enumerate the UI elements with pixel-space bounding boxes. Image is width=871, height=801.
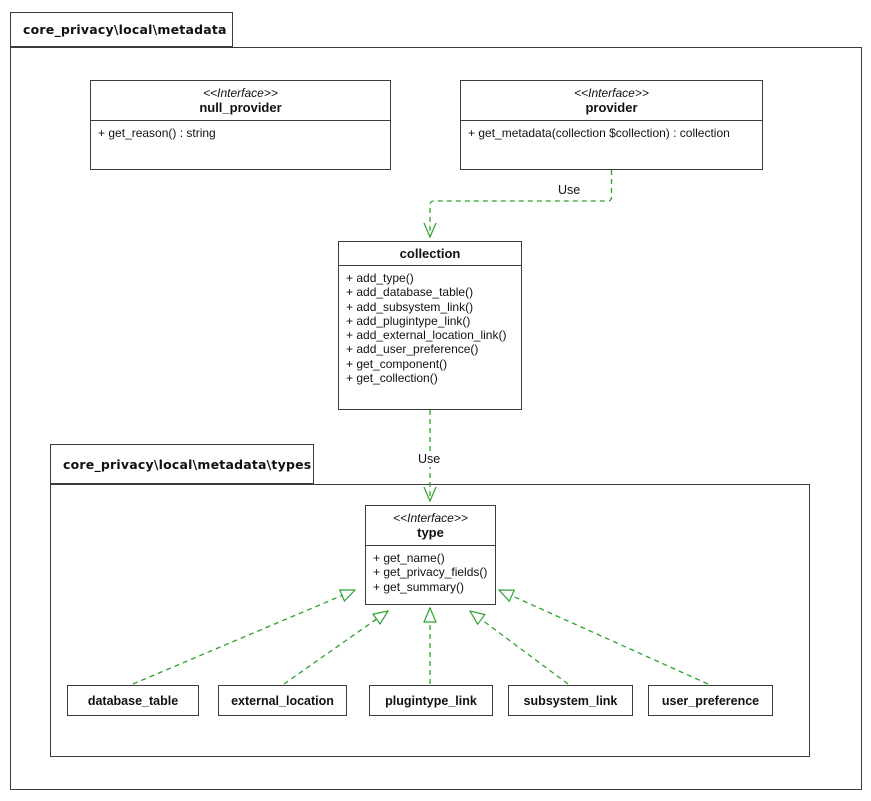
class-box-provider: <<Interface>> provider + get_metadata(co…	[460, 80, 763, 170]
class-name-user-preference: user_preference	[661, 693, 760, 708]
class-separator	[366, 545, 495, 546]
stereotype-label: <<Interface>>	[393, 511, 468, 525]
method-add-plugintype-link: + add_plugintype_link()	[346, 313, 471, 328]
edge-external-location-realizes-type	[283, 611, 388, 685]
method-add-external-location-link: + add_external_location_link()	[346, 328, 507, 343]
class-methods-provider: + get_metadata(collection $collection) :…	[461, 121, 762, 145]
class-name-type: type	[417, 525, 444, 540]
class-box-subsystem-link: subsystem_link	[508, 685, 633, 716]
class-box-type: <<Interface>> type + get_name() + get_pr…	[365, 505, 496, 605]
class-methods-collection: + add_type() + add_database_table() + ad…	[339, 266, 521, 390]
package-tab-types: core_privacy\local\metadata\types	[50, 444, 314, 484]
method-get-component: + get_component()	[346, 356, 448, 371]
class-name-provider: provider	[585, 100, 638, 115]
method-add-user-preference: + add_user_preference()	[346, 342, 479, 357]
class-header-type: <<Interface>> type	[366, 506, 495, 545]
method-get-collection: + get_collection()	[346, 371, 438, 386]
stereotype-label: <<Interface>>	[203, 86, 278, 100]
edge-provider-use-collection	[430, 170, 613, 237]
class-name-subsystem-link: subsystem_link	[523, 693, 618, 708]
class-box-user-preference: user_preference	[648, 685, 773, 716]
class-box-plugintype-link: plugintype_link	[369, 685, 493, 716]
use-label-provider-collection: Use	[556, 183, 583, 198]
package-tab-metadata: core_privacy\local\metadata	[10, 12, 233, 47]
class-name-plugintype-link: plugintype_link	[385, 693, 477, 708]
class-box-collection: collection + add_type() + add_database_t…	[338, 241, 522, 410]
class-separator	[461, 120, 762, 121]
package-body-metadata	[10, 47, 862, 790]
use-label-collection-type: Use	[416, 452, 443, 467]
class-header-provider: <<Interface>> provider	[461, 81, 762, 120]
method-get-summary: + get_summary()	[373, 579, 465, 594]
method-get-name: + get_name()	[373, 551, 445, 565]
class-name-database-table: database_table	[87, 693, 179, 708]
class-separator	[91, 120, 390, 121]
class-box-external-location: external_location	[218, 685, 347, 716]
class-box-null-provider: <<Interface>> null_provider + get_reason…	[90, 80, 391, 170]
method-get-reason: + get_reason() : string	[98, 126, 216, 140]
method-get-metadata: + get_metadata(collection $collection) :…	[468, 126, 730, 140]
class-methods-null-provider: + get_reason() : string	[91, 121, 390, 145]
class-name-external-location: external_location	[231, 693, 334, 708]
method-add-database-table: + add_database_table()	[346, 285, 474, 300]
stereotype-label: <<Interface>>	[574, 86, 649, 100]
class-box-database-table: database_table	[67, 685, 199, 716]
method-get-privacy-fields: + get_privacy_fields()	[373, 565, 488, 580]
class-methods-type: + get_name() + get_privacy_fields() + ge…	[366, 546, 495, 599]
class-name-null-provider: null_provider	[199, 100, 282, 115]
method-add-type: + add_type()	[346, 271, 414, 285]
edge-user-preference-realizes-type	[499, 590, 709, 685]
package-label-metadata: core_privacy\local\metadata	[23, 22, 227, 37]
package-label-types: core_privacy\local\metadata\types	[63, 456, 312, 472]
class-header-collection: collection	[339, 242, 521, 265]
class-name-collection: collection	[399, 246, 461, 261]
edge-subsystem-link-realizes-type	[470, 611, 569, 685]
class-header-null-provider: <<Interface>> null_provider	[91, 81, 390, 120]
class-separator	[339, 265, 521, 266]
method-add-subsystem-link: + add_subsystem_link()	[346, 299, 474, 314]
edge-database-table-realizes-type	[132, 590, 355, 685]
